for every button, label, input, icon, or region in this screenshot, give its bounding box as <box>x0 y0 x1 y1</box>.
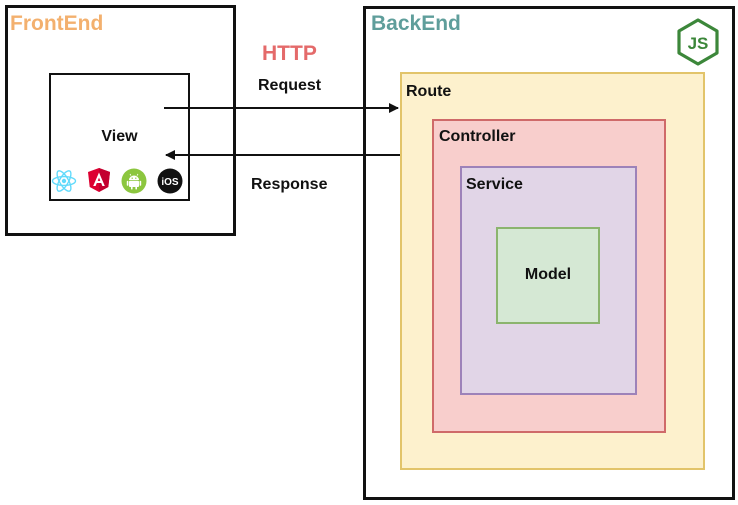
backend-container <box>363 6 735 500</box>
ios-icon: iOS <box>157 168 183 194</box>
route-label: Route <box>406 83 452 100</box>
nodejs-icon: JS <box>677 18 719 66</box>
controller-label: Controller <box>439 128 516 145</box>
request-label: Request <box>258 77 322 94</box>
view-label: View <box>101 128 138 145</box>
http-label: HTTP <box>262 42 317 65</box>
svg-text:JS: JS <box>688 34 709 53</box>
react-icon <box>51 170 77 192</box>
frontend-container <box>5 5 236 236</box>
model-label: Model <box>524 266 572 283</box>
ios-icon-text: iOS <box>161 177 179 188</box>
android-icon <box>121 168 147 194</box>
service-label: Service <box>466 176 523 193</box>
response-label: Response <box>251 176 328 193</box>
angular-icon <box>88 168 110 192</box>
model-layer <box>496 227 600 324</box>
frontend-title: FrontEnd <box>10 12 104 35</box>
backend-title: BackEnd <box>371 12 461 35</box>
